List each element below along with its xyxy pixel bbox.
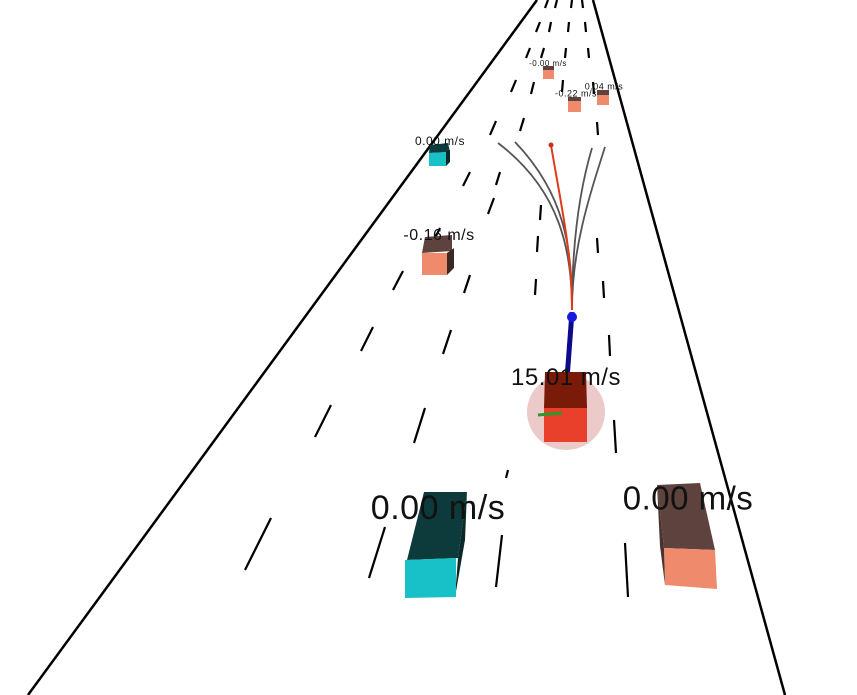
speed-label-front-left-far: 0.00 m/s [414,134,466,148]
lane-markings [244,0,630,598]
vehicle-far-center [543,66,554,79]
road-left-edge [26,0,539,695]
vehicle-front-left-far [429,143,450,166]
vehicle-near-right [657,483,717,589]
speed-label-far-center: -0.00 m/s [529,59,567,68]
speed-label-near-right: 0.00 m/s [622,479,754,517]
selected-trajectory [550,144,573,311]
vehicle-near-left [405,492,467,598]
speed-label-mid-left: -0.16 m/s [403,227,475,244]
road-right-edge [591,0,787,695]
ego-vehicle [527,372,605,450]
speed-label-far-center-2: -0.22 m/s [554,88,598,99]
trajectory-end-point [548,142,554,148]
speed-label-near-left: 0.00 m/s [370,489,506,527]
vehicle-far-center-2 [568,97,581,112]
candidate-trajectories [497,141,606,311]
ego-position-marker [567,312,577,322]
vehicle-mid-left [422,235,454,275]
speed-label-far-right: 0.04 m/s [584,81,624,92]
speed-label-ego: 15.01 m/s [511,364,621,391]
vehicle-far-right [597,90,609,105]
